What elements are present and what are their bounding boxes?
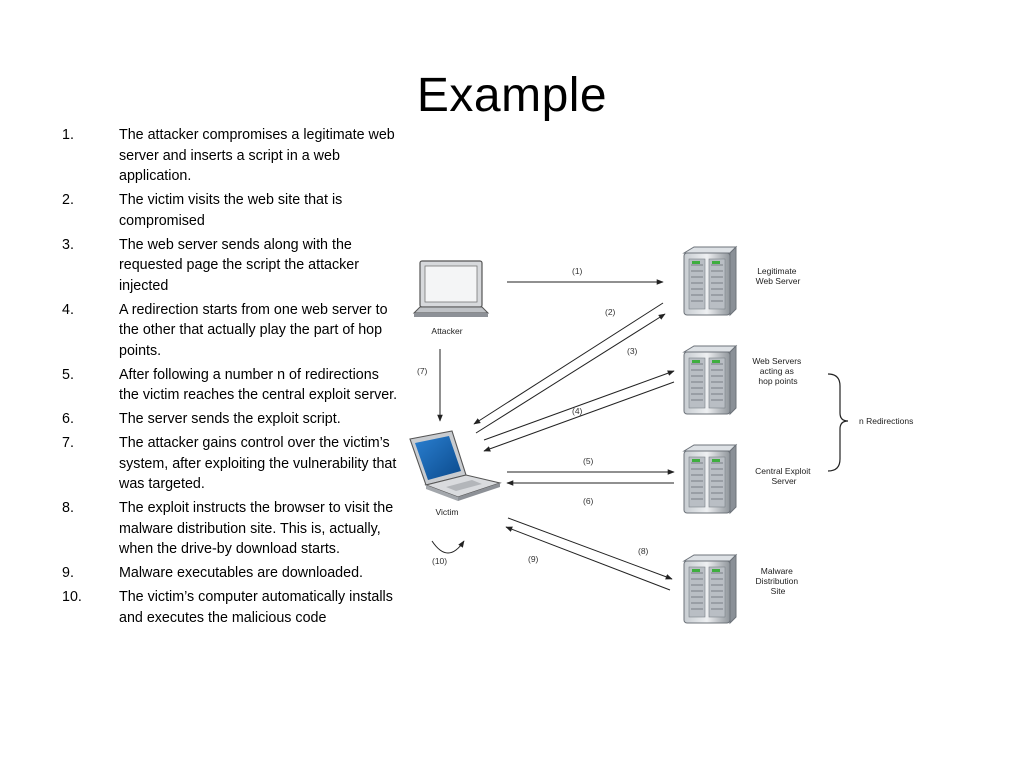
arrow-2	[473, 302, 664, 425]
step-text: The victim’s computer automatically inst…	[119, 589, 393, 626]
arrow-3-label: (3)	[627, 346, 638, 356]
attacker-laptop-icon	[412, 260, 490, 317]
malware-server-label: Malware Distribution Site	[756, 566, 801, 596]
arrow-6-label: (6)	[583, 496, 594, 506]
malware-server-icon	[683, 554, 737, 624]
arrow-10-label: (10)	[432, 556, 447, 566]
arrow-4a	[483, 370, 675, 441]
list-item: 1. The attacker compromises a legitimate …	[62, 125, 402, 187]
step-text: Malware executables are downloaded.	[119, 565, 363, 581]
exploit-server-icon	[683, 444, 737, 514]
hop-server-icon	[683, 345, 737, 415]
step-number: 4.	[62, 301, 74, 318]
list-item: 9. Malware executables are downloaded.	[62, 563, 402, 584]
step-number: 3.	[62, 236, 74, 253]
list-item: 3. The web server sends along with the r…	[62, 235, 402, 297]
arrow-8-label: (8)	[638, 546, 649, 556]
arrow-1-label: (1)	[572, 266, 583, 276]
arrow-9	[505, 526, 671, 591]
attack-flow-diagram: Attacker Victim Legitimate Web Server We…	[409, 246, 913, 624]
step-number: 6.	[62, 411, 74, 427]
legitimate-server-icon	[683, 246, 737, 316]
step-text: The server sends the exploit script.	[119, 411, 341, 427]
list-item: 2. The victim visits the web site that i…	[62, 190, 402, 231]
arrow-4-label: (4)	[572, 406, 583, 416]
step-number: 10.	[62, 589, 82, 605]
arrow-5-label: (5)	[583, 456, 594, 466]
step-text: The exploit instructs the browser to vis…	[119, 500, 394, 557]
step-number: 8.	[62, 500, 74, 516]
victim-laptop-icon	[409, 430, 502, 501]
step-text: After following a number n of redirectio…	[119, 366, 398, 404]
list-item: 4. A redirection starts from one web serv…	[62, 300, 402, 362]
redirection-brace	[827, 373, 849, 472]
arrow-2-label: (2)	[605, 307, 616, 317]
step-list: 1. The attacker compromises a legitimate …	[62, 125, 402, 632]
arrow-7-label: (7)	[417, 366, 428, 376]
list-item: 10. The victim’s computer automatically …	[62, 587, 402, 628]
step-text: The victim visits the web site that is c…	[119, 192, 343, 229]
step-text: The attacker compromises a legitimate we…	[119, 127, 395, 184]
hop-server-label: Web Servers acting as hop points	[752, 356, 803, 386]
list-item: 5. After following a number n of redirec…	[62, 365, 402, 406]
arrow-3	[475, 313, 666, 434]
step-text: The attacker gains control over the vict…	[119, 435, 397, 492]
step-text: The web server sends along with the requ…	[119, 236, 360, 294]
victim-label: Victim	[436, 507, 459, 517]
legitimate-server-label: Legitimate Web Server	[756, 266, 801, 286]
attacker-label: Attacker	[431, 326, 462, 336]
exploit-server-label: Central Exploit Server	[755, 466, 813, 486]
slide-title: Example	[416, 69, 608, 122]
list-item: 7. The attacker gains control over the vi…	[62, 433, 402, 495]
step-number: 9.	[62, 565, 74, 581]
step-number: 5.	[62, 366, 74, 383]
arrow-9-label: (9)	[528, 554, 539, 564]
step-text: A redirection starts from one web server…	[119, 301, 388, 359]
step-number: 7.	[62, 435, 74, 451]
arrow-10	[431, 540, 465, 554]
step-number: 1.	[62, 127, 74, 143]
redirections-label: n Redirections	[859, 416, 913, 426]
step-number: 2.	[62, 192, 74, 208]
arrow-4b	[483, 381, 675, 452]
list-item: 6. The server sends the exploit script.	[62, 409, 402, 430]
list-item: 8. The exploit instructs the browser to …	[62, 498, 402, 560]
arrow-8	[507, 517, 673, 580]
